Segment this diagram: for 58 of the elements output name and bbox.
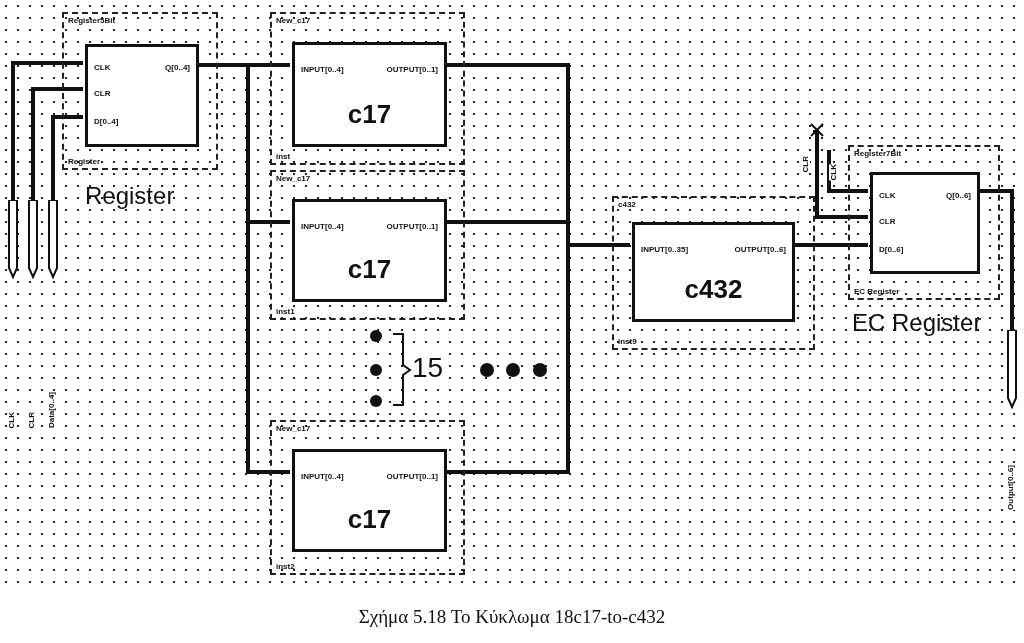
pin-label: OUTPUT[0..1] [386, 222, 438, 231]
wire [197, 63, 290, 474]
component-label: Register [85, 182, 175, 210]
block-label: c17 [346, 99, 393, 130]
pin-label: OUTPUT[0..6] [734, 245, 786, 254]
block-label: c432 [683, 274, 744, 305]
caption: Σχήμα 5.18 Το Κύκλωμα 18c17-to-c432 [358, 606, 666, 627]
instance-name: inst9 [618, 337, 637, 346]
pin-label: CLK [94, 63, 111, 72]
wire [793, 243, 868, 247]
pin-label: INPUT[0..4] [301, 472, 344, 481]
pin-label: OUTPUT[0..1] [386, 472, 438, 481]
pin-label: D[0..6] [879, 245, 904, 254]
pin-label: OUTPUT[0..1] [386, 65, 438, 74]
block-label: c17 [346, 504, 393, 535]
module-name: New_c17 [276, 424, 311, 433]
pin-label: Q[0..4] [165, 63, 190, 72]
circuit-block [292, 449, 447, 552]
circuit-block [292, 42, 447, 147]
wire [978, 189, 1014, 330]
instance-frame [612, 196, 815, 350]
pin-label: CLR [801, 155, 810, 172]
pin-label: Data[0..4] [47, 392, 56, 428]
block-label: c17 [346, 254, 393, 285]
pin-label: INPUT[0..35] [641, 245, 689, 254]
pin-label: CLR [879, 217, 896, 226]
pin-label: CLK [879, 191, 896, 200]
instance-name: Register [68, 157, 100, 166]
register-block [870, 172, 980, 274]
circuit-block [632, 222, 795, 322]
module-name: Register5Bit [68, 16, 116, 25]
instance-frame [270, 420, 465, 575]
wire [51, 115, 83, 200]
instance-name: inst1 [276, 307, 295, 316]
pin-label: Output[0..6] [1006, 465, 1015, 510]
wire [813, 130, 868, 219]
component-label: EC Register [852, 309, 982, 337]
pin-label: CLR [27, 411, 36, 428]
module-name: c432 [618, 200, 636, 209]
instance-name: inst [276, 152, 291, 161]
wire [445, 243, 630, 474]
pin-label: INPUT[0..4] [301, 65, 344, 74]
register-block [85, 44, 199, 147]
instance-name: EC Register [854, 287, 900, 296]
wire [827, 150, 868, 193]
pin-label: CLK [7, 411, 16, 428]
circuit-block [292, 199, 447, 302]
pin-label: CLR [94, 89, 111, 98]
pin-label: INPUT[0..4] [301, 222, 344, 231]
pin-label: CLK [829, 163, 838, 180]
pin-label: D[0..4] [94, 117, 119, 126]
pin-label: Q[0..6] [946, 191, 971, 200]
instance-frame [270, 12, 465, 165]
instance-frame [270, 170, 465, 320]
module-name: Register7Bit [854, 149, 902, 158]
module-name: New_c17 [276, 16, 311, 25]
module-name: New_c17 [276, 174, 311, 183]
instance-name: inst2 [276, 562, 295, 571]
